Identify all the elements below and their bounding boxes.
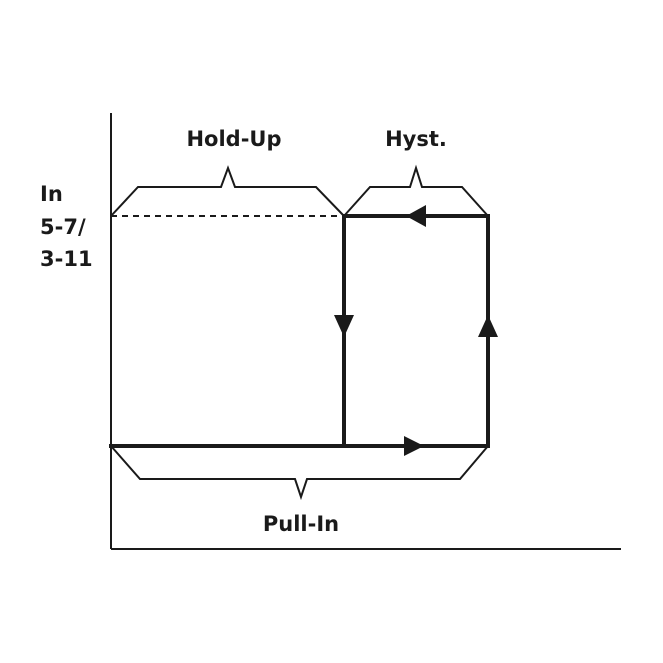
hold-up-brace — [110, 165, 345, 217]
y-axis-label-line3: 3-11 — [40, 247, 93, 271]
hysteresis-loop — [109, 214, 490, 448]
pull-in-label: Pull-In — [263, 512, 339, 536]
y-axis-label-line1: In — [40, 182, 63, 206]
arrow-up-icon — [478, 315, 498, 337]
axes — [110, 113, 621, 550]
pull-in-brace — [110, 445, 489, 501]
y-axis-label-line2: 5-7/ — [40, 215, 86, 239]
arrow-left-icon — [406, 205, 426, 227]
hyst-brace — [343, 164, 489, 217]
arrow-right-icon — [404, 436, 424, 456]
hyst-label: Hyst. — [385, 127, 447, 151]
arrow-down-icon — [334, 315, 354, 337]
hold-up-label: Hold-Up — [186, 127, 281, 151]
arrowheads — [334, 205, 498, 456]
